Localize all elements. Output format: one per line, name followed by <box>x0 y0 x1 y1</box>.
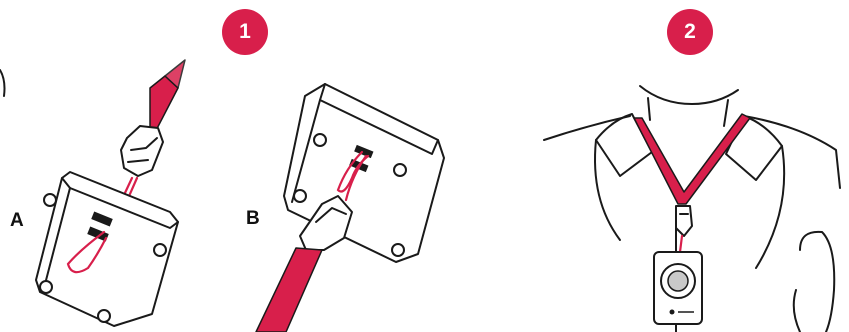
strap-slot-b <box>354 144 374 159</box>
cord-loop-a <box>66 230 108 274</box>
panel-b-illustration <box>255 83 445 332</box>
panel-a-illustration <box>35 59 186 327</box>
strap-b <box>255 247 323 332</box>
label-a: A <box>10 210 24 231</box>
device-a <box>35 171 179 327</box>
cord-b <box>336 150 370 193</box>
shoulder-left <box>543 115 631 141</box>
strap-slot-a <box>91 211 113 227</box>
label-b: B <box>246 208 260 229</box>
lanyard-strap <box>633 113 751 205</box>
step-1-badge: 1 <box>222 9 268 55</box>
lanyard-clip <box>675 205 693 237</box>
lanyard-cord <box>678 234 684 254</box>
indicator-dot <box>669 309 675 315</box>
person-illustration <box>543 85 841 332</box>
edge-fragment <box>0 69 6 97</box>
shoulder-right <box>743 115 841 189</box>
chin <box>639 85 739 105</box>
arm-right <box>799 230 836 332</box>
step-2-badge: 2 <box>667 9 713 55</box>
clip-a <box>120 125 164 177</box>
